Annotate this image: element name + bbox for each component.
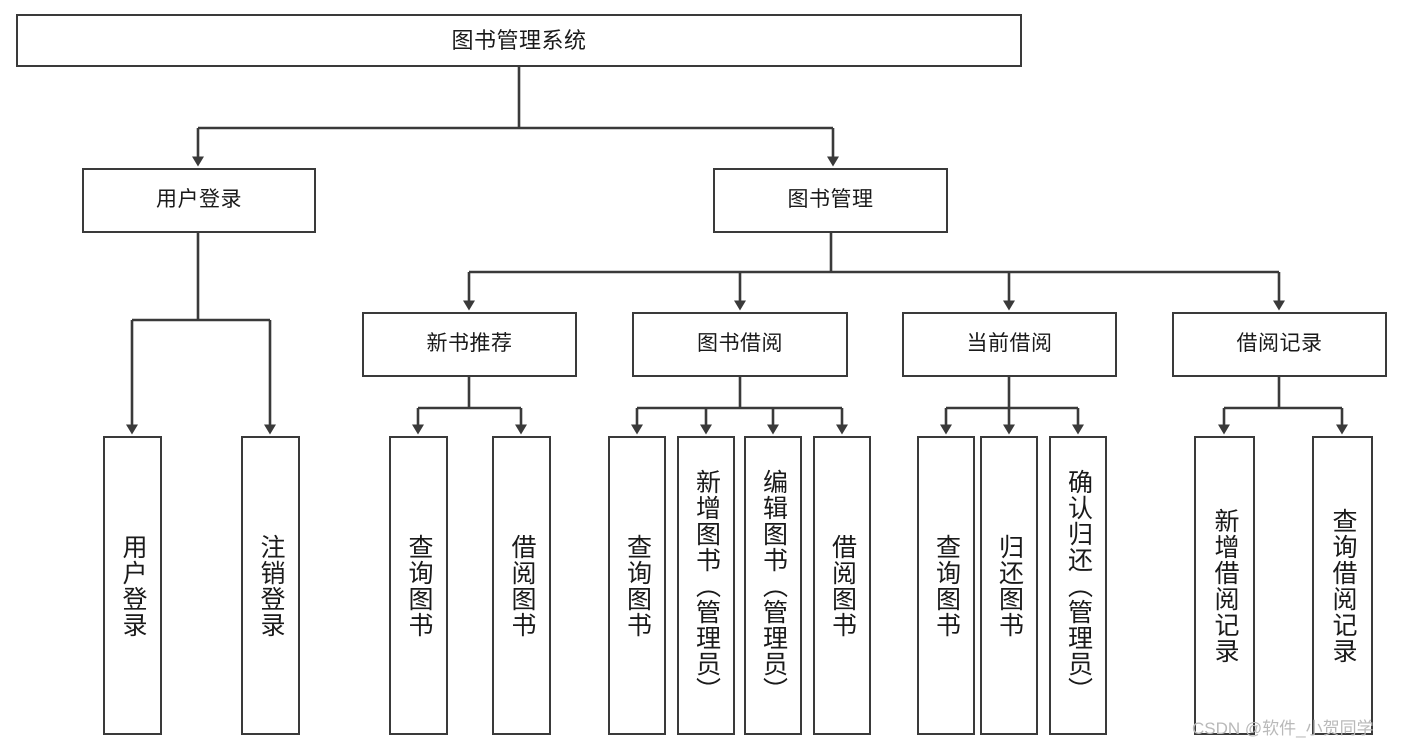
node-label: 借阅图书 bbox=[508, 533, 536, 638]
leaf-query-book-recommend[interactable]: 查询图书 bbox=[389, 436, 448, 735]
node-label: 新增借阅记录 bbox=[1211, 507, 1239, 664]
node-label: 查询借阅记录 bbox=[1329, 507, 1357, 664]
leaf-add-borrow-record[interactable]: 新增借阅记录 bbox=[1194, 436, 1255, 735]
node-label: 查询图书 bbox=[405, 533, 433, 638]
node-label: 查询图书 bbox=[932, 533, 961, 638]
leaf-query-borrow-record[interactable]: 查询借阅记录 bbox=[1312, 436, 1373, 735]
node-label: 用户登录 bbox=[119, 533, 147, 638]
node-label: 查询图书 bbox=[623, 533, 652, 638]
node-borrow-record[interactable]: 借阅记录 bbox=[1172, 312, 1387, 377]
node-label: 图书管理 bbox=[787, 188, 874, 212]
node-new-book-recommend[interactable]: 新书推荐 bbox=[362, 312, 577, 377]
leaf-return-book[interactable]: 归还图书 bbox=[980, 436, 1038, 735]
node-label: 新书推荐 bbox=[426, 332, 513, 356]
leaf-add-book-admin[interactable]: 新增图书（管理员） bbox=[677, 436, 735, 735]
leaf-edit-book-admin[interactable]: 编辑图书（管理员） bbox=[744, 436, 802, 735]
node-label: 图书借阅 bbox=[697, 332, 783, 356]
node-label: 借阅记录 bbox=[1236, 332, 1323, 356]
node-user-login[interactable]: 用户登录 bbox=[82, 168, 316, 233]
node-current-borrow[interactable]: 当前借阅 bbox=[902, 312, 1117, 377]
csdn-watermark: CSDN @软件_小贺同学 bbox=[1192, 719, 1374, 738]
node-label: 借阅图书 bbox=[828, 533, 857, 638]
leaf-borrow-book-recommend[interactable]: 借阅图书 bbox=[492, 436, 551, 735]
node-label: 图书管理系统 bbox=[451, 27, 587, 53]
node-label: 新增图书（管理员） bbox=[692, 468, 721, 703]
node-label: 归还图书 bbox=[995, 533, 1024, 638]
leaf-user-logout[interactable]: 注销登录 bbox=[241, 436, 300, 735]
node-root-book-management-system[interactable]: 图书管理系统 bbox=[16, 14, 1022, 67]
node-book-management[interactable]: 图书管理 bbox=[713, 168, 948, 233]
leaf-query-book-borrow[interactable]: 查询图书 bbox=[608, 436, 666, 735]
node-label: 注销登录 bbox=[257, 533, 285, 638]
node-label: 确认归还（管理员） bbox=[1064, 468, 1093, 703]
leaf-borrow-book-borrow[interactable]: 借阅图书 bbox=[813, 436, 871, 735]
leaf-query-book-current[interactable]: 查询图书 bbox=[917, 436, 975, 735]
node-label: 用户登录 bbox=[156, 188, 242, 212]
node-book-borrow[interactable]: 图书借阅 bbox=[632, 312, 848, 377]
node-label: 编辑图书（管理员） bbox=[759, 468, 788, 703]
node-label: 当前借阅 bbox=[966, 332, 1053, 356]
leaf-confirm-return-admin[interactable]: 确认归还（管理员） bbox=[1049, 436, 1107, 735]
leaf-user-login[interactable]: 用户登录 bbox=[103, 436, 162, 735]
